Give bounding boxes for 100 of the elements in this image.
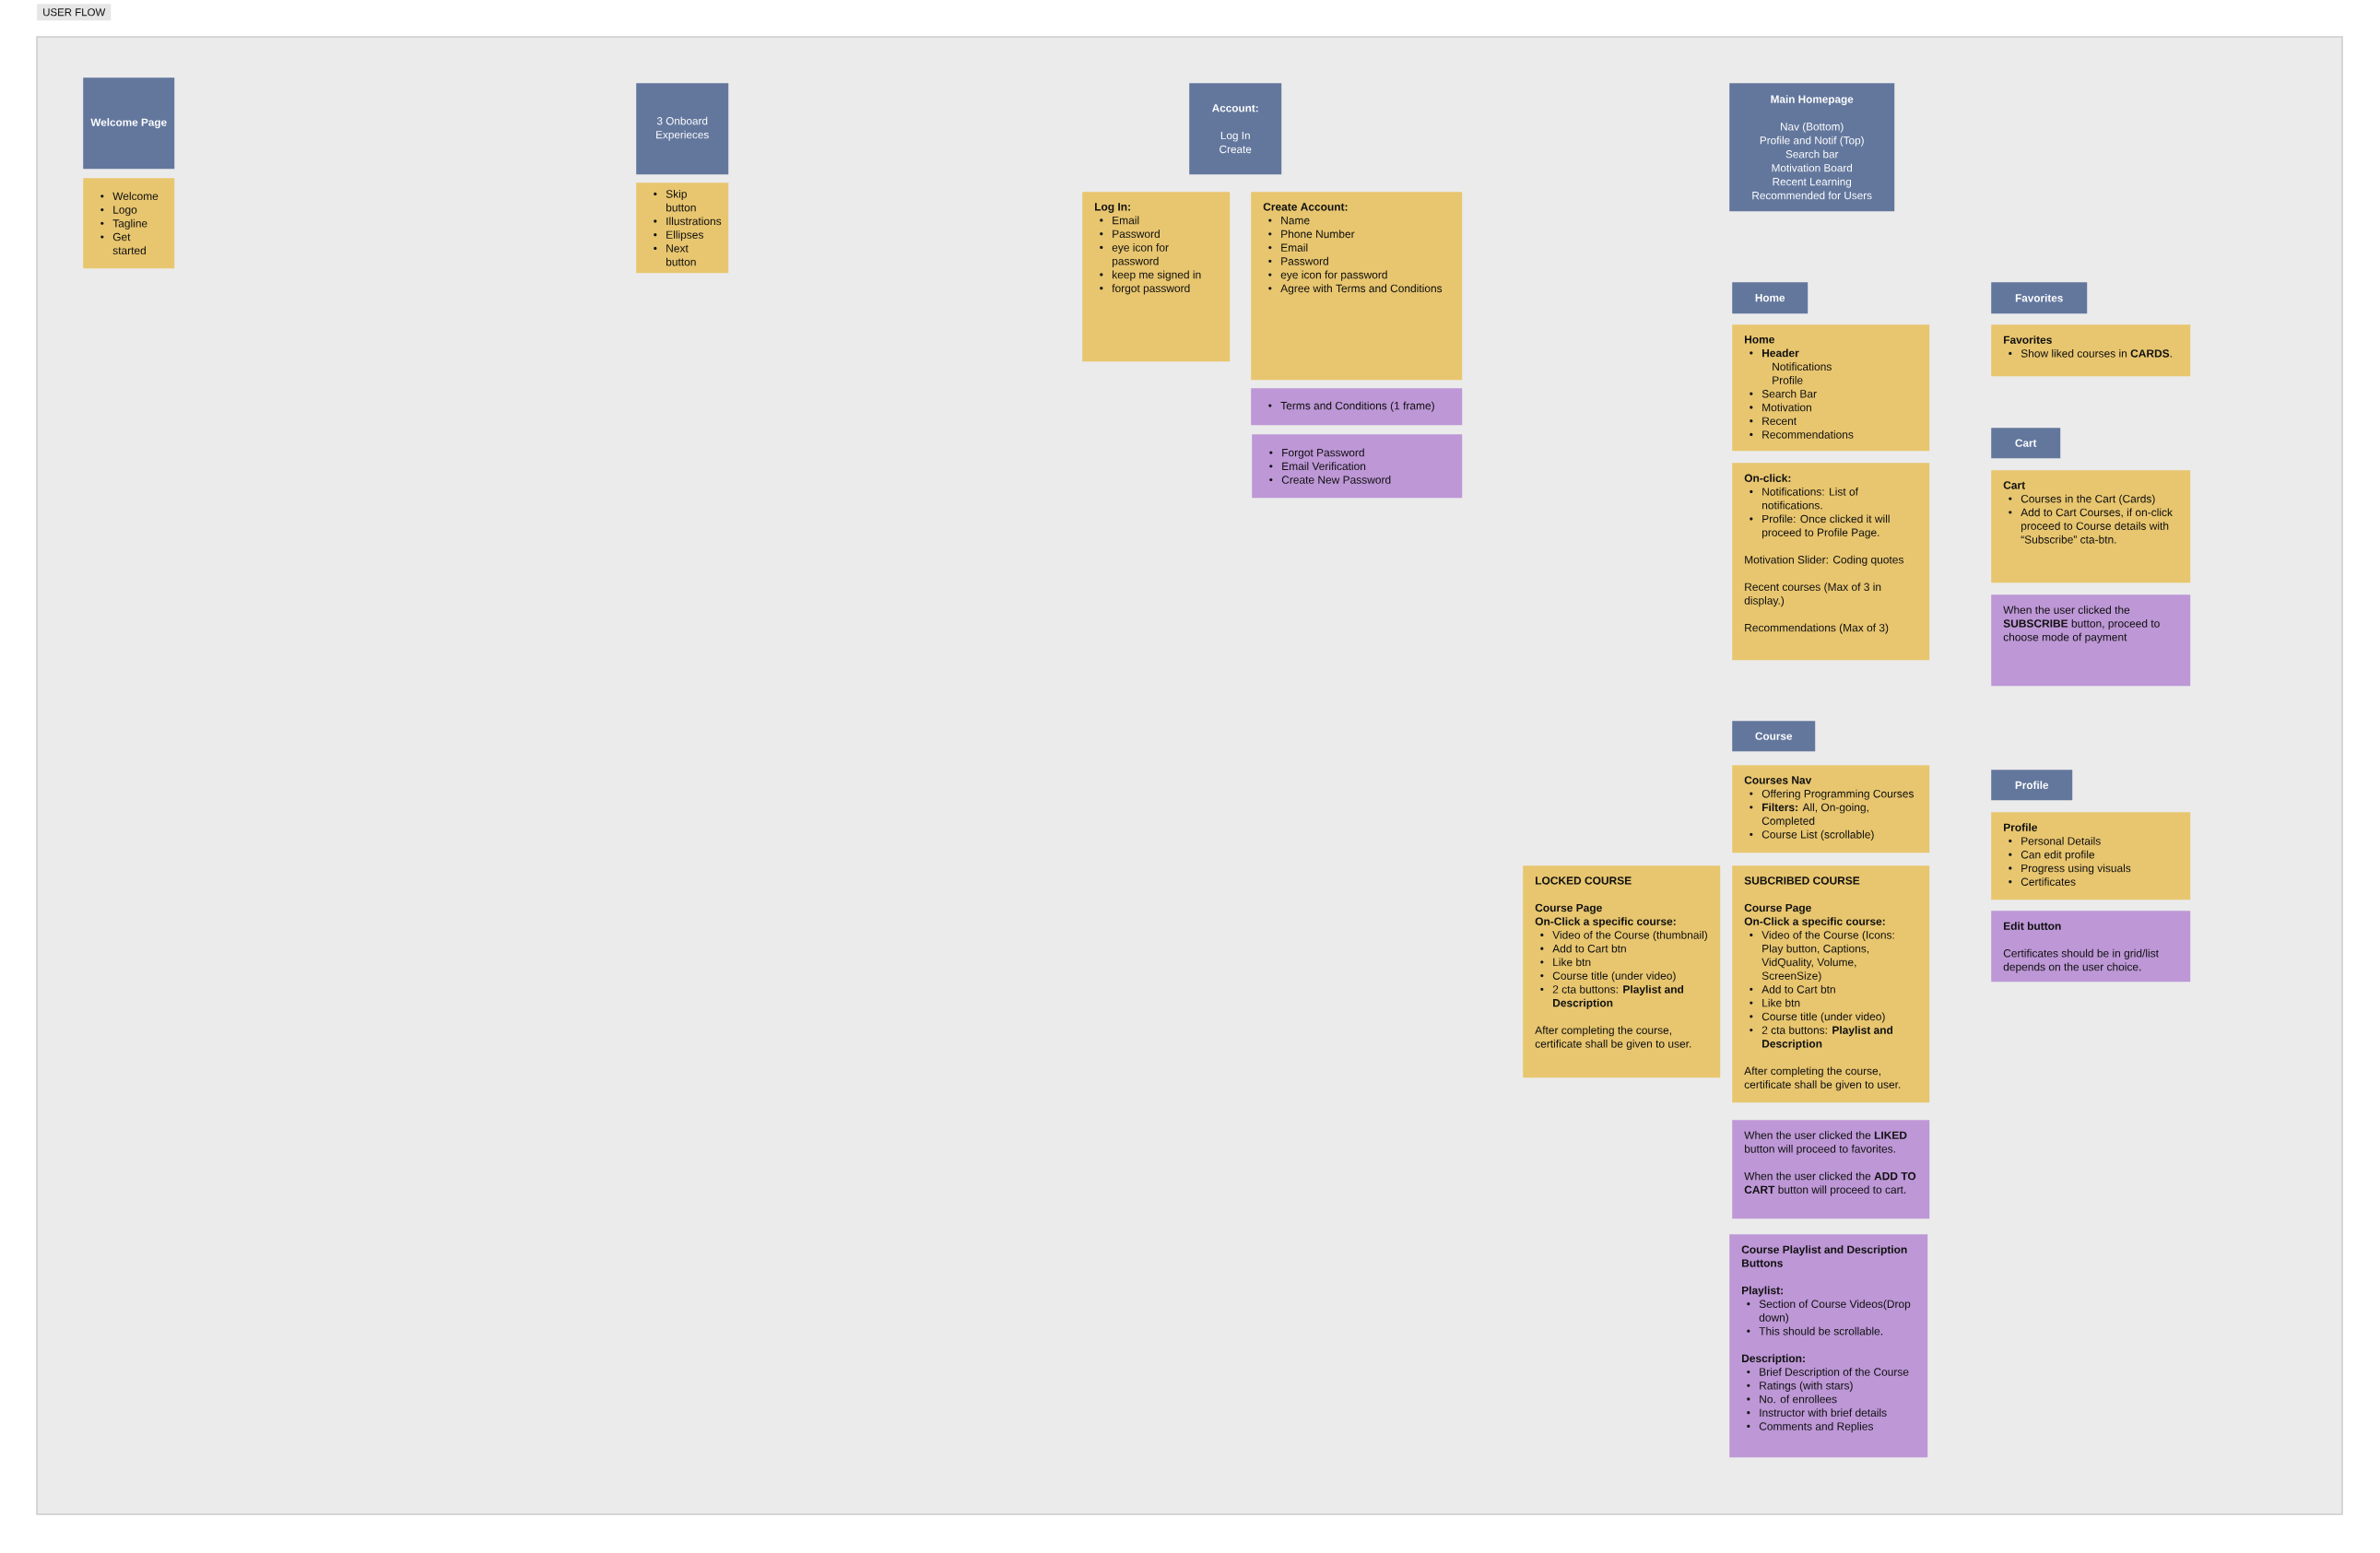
list-item: Get started [100,232,146,255]
note-heading: Home [1745,335,1774,344]
list-item: Video of the Course (thumbnail) [1540,930,1707,942]
note-text: Recent courses (Max of 3 in display.) [1744,582,1881,607]
note-heading: On-Click a specific course: [1744,917,1885,928]
screen-header [83,77,175,170]
sticky-note [1251,388,1463,426]
list-item: Brief Description of the Course [1747,1368,1909,1379]
list-item: Search Bar [1750,389,1817,398]
list-item: Email Verification [1269,462,1366,471]
list-item: Password [1268,256,1328,265]
list-item: Password [1100,229,1160,238]
list-item: Name [1268,217,1310,225]
list-item: Skip button [654,189,696,212]
list-item: No. of enrollees [1747,1394,1837,1404]
note-heading: Description: [1742,1354,1805,1365]
list-item: Filters: All, On-going, Completed [1750,803,1868,828]
note-text: Search bar [1785,149,1839,159]
note-heading: Playlist: [1742,1286,1783,1297]
screen-header [636,83,729,175]
note-heading: On-Click a specific course: [1535,917,1676,928]
list-item: 2 cta buttons: Playlist and Description [1540,984,1684,1009]
list-item: Illustrations [654,217,722,226]
screen-header [1991,428,2061,459]
list-item: Instructor with brief details [1747,1408,1887,1417]
list-item: Notifications: List of notifications. [1750,487,1858,510]
note-heading: Course Page [1535,903,1602,914]
list-item: Profile: Once clicked it will proceed to Profile Page. [1750,514,1890,539]
list-item: Like btn [1750,998,1800,1007]
screen-title: Home [1755,294,1785,302]
list-item: This should be scrollable. [1747,1326,1882,1335]
list-item: Create New Password [1269,476,1391,484]
list-item: Can edit profile [2009,850,2095,861]
list-item: Email [1268,243,1308,252]
note-text: Certificates should be in grid/list depends on the user choice. [2003,948,2159,973]
list-item: Section of Course Videos(Drop down) [1747,1300,1911,1324]
list-item: Add to Cart btn [1750,984,1835,994]
sticky-note [1991,594,2191,687]
screen-title: Profile [2015,781,2049,789]
note-text: Motivation Slider: Coding quotes [1745,555,1903,566]
note-text: 3 Onboard Experieces [656,116,709,141]
note-heading: Course Page [1744,903,1811,914]
list-item: eye icon for password [1268,270,1387,281]
screen-header [1732,282,1809,314]
list-item: Recent [1750,417,1797,425]
note-text: Nav (Bottom) [1781,122,1844,133]
screen-title: Welcome Page [90,118,167,129]
note-heading: Edit button [2004,922,2061,930]
note-text: When the user clicked the ADD TO CART button will proceed to cart. [1744,1171,1916,1196]
list-item: Agree with Terms and Conditions [1268,284,1443,295]
list-item: Course List (scrollable) [1750,829,1874,841]
screen-header [1991,770,2073,801]
sticky-note [1991,812,2191,900]
note-text: After completing the course, certificate shall be given to user. [1535,1026,1691,1051]
note-text: When the user clicked the LIKED button will proceed to favorites. [1744,1131,1907,1156]
list-item: Motivation [1750,403,1811,412]
sticky-note [1252,434,1463,499]
sticky-note [1729,1234,1928,1458]
note-text: Motivation Board [1772,163,1853,172]
list-item: Profile [1773,376,1803,384]
list-item: Offering Programming Courses [1750,789,1914,800]
note-text: Profile and Notif (Top) [1760,135,1864,147]
list-item: Course title (under video) [1540,971,1676,982]
note-text: Create [1219,145,1252,154]
sticky-note [1991,911,2191,982]
list-item: Ratings (with stars) [1747,1381,1853,1392]
note-text: Log In [1220,132,1250,142]
list-item: Recommendations [1750,430,1854,439]
screen-title: Account: [1212,104,1258,112]
note-heading: Cart [2003,481,2025,489]
screen-header [1189,83,1282,175]
screen-title: Cart [2015,439,2037,447]
list-item: Terms and Conditions (1 frame) [1268,401,1434,412]
note-text: Recommended for Users [1752,191,1872,200]
sticky-note [1732,765,1930,853]
sticky-note [1732,865,1930,1103]
list-item: Forgot Password [1269,448,1364,459]
sticky-note [1523,865,1721,1078]
list-item: Phone Number [1268,229,1355,239]
sticky-note [1082,192,1231,362]
note-heading: Log In: [1095,203,1130,213]
note-heading: LOCKED COURSE [1536,877,1632,885]
list-item: Email [1100,216,1139,225]
note-text: Recent Learning [1773,177,1852,188]
sticky-note [1732,324,1930,452]
list-item: Personal Details [2009,836,2101,845]
list-item: 2 cta buttons: Playlist and Description [1750,1026,1893,1051]
sticky-note [1732,463,1930,661]
list-item: forgot password [1100,284,1190,295]
sticky-note [1991,324,2191,377]
sticky-note [83,178,175,269]
screen-title: Favorites [2015,293,2063,302]
list-item: Tagline [100,218,147,229]
note-text: When the user clicked the SUBSCRIBE button, proceed to choose mode of payment [2003,606,2160,643]
screen-header [1729,83,1895,212]
screen-header [1732,721,1816,752]
list-item: Ellipses [654,230,703,241]
list-item: Video of the Course (Icons: Play button, Captions, VidQuality, Volume, ScreenSize) [1750,930,1894,982]
note-heading: On-click: [1744,474,1791,482]
sticky-note [1251,192,1463,381]
